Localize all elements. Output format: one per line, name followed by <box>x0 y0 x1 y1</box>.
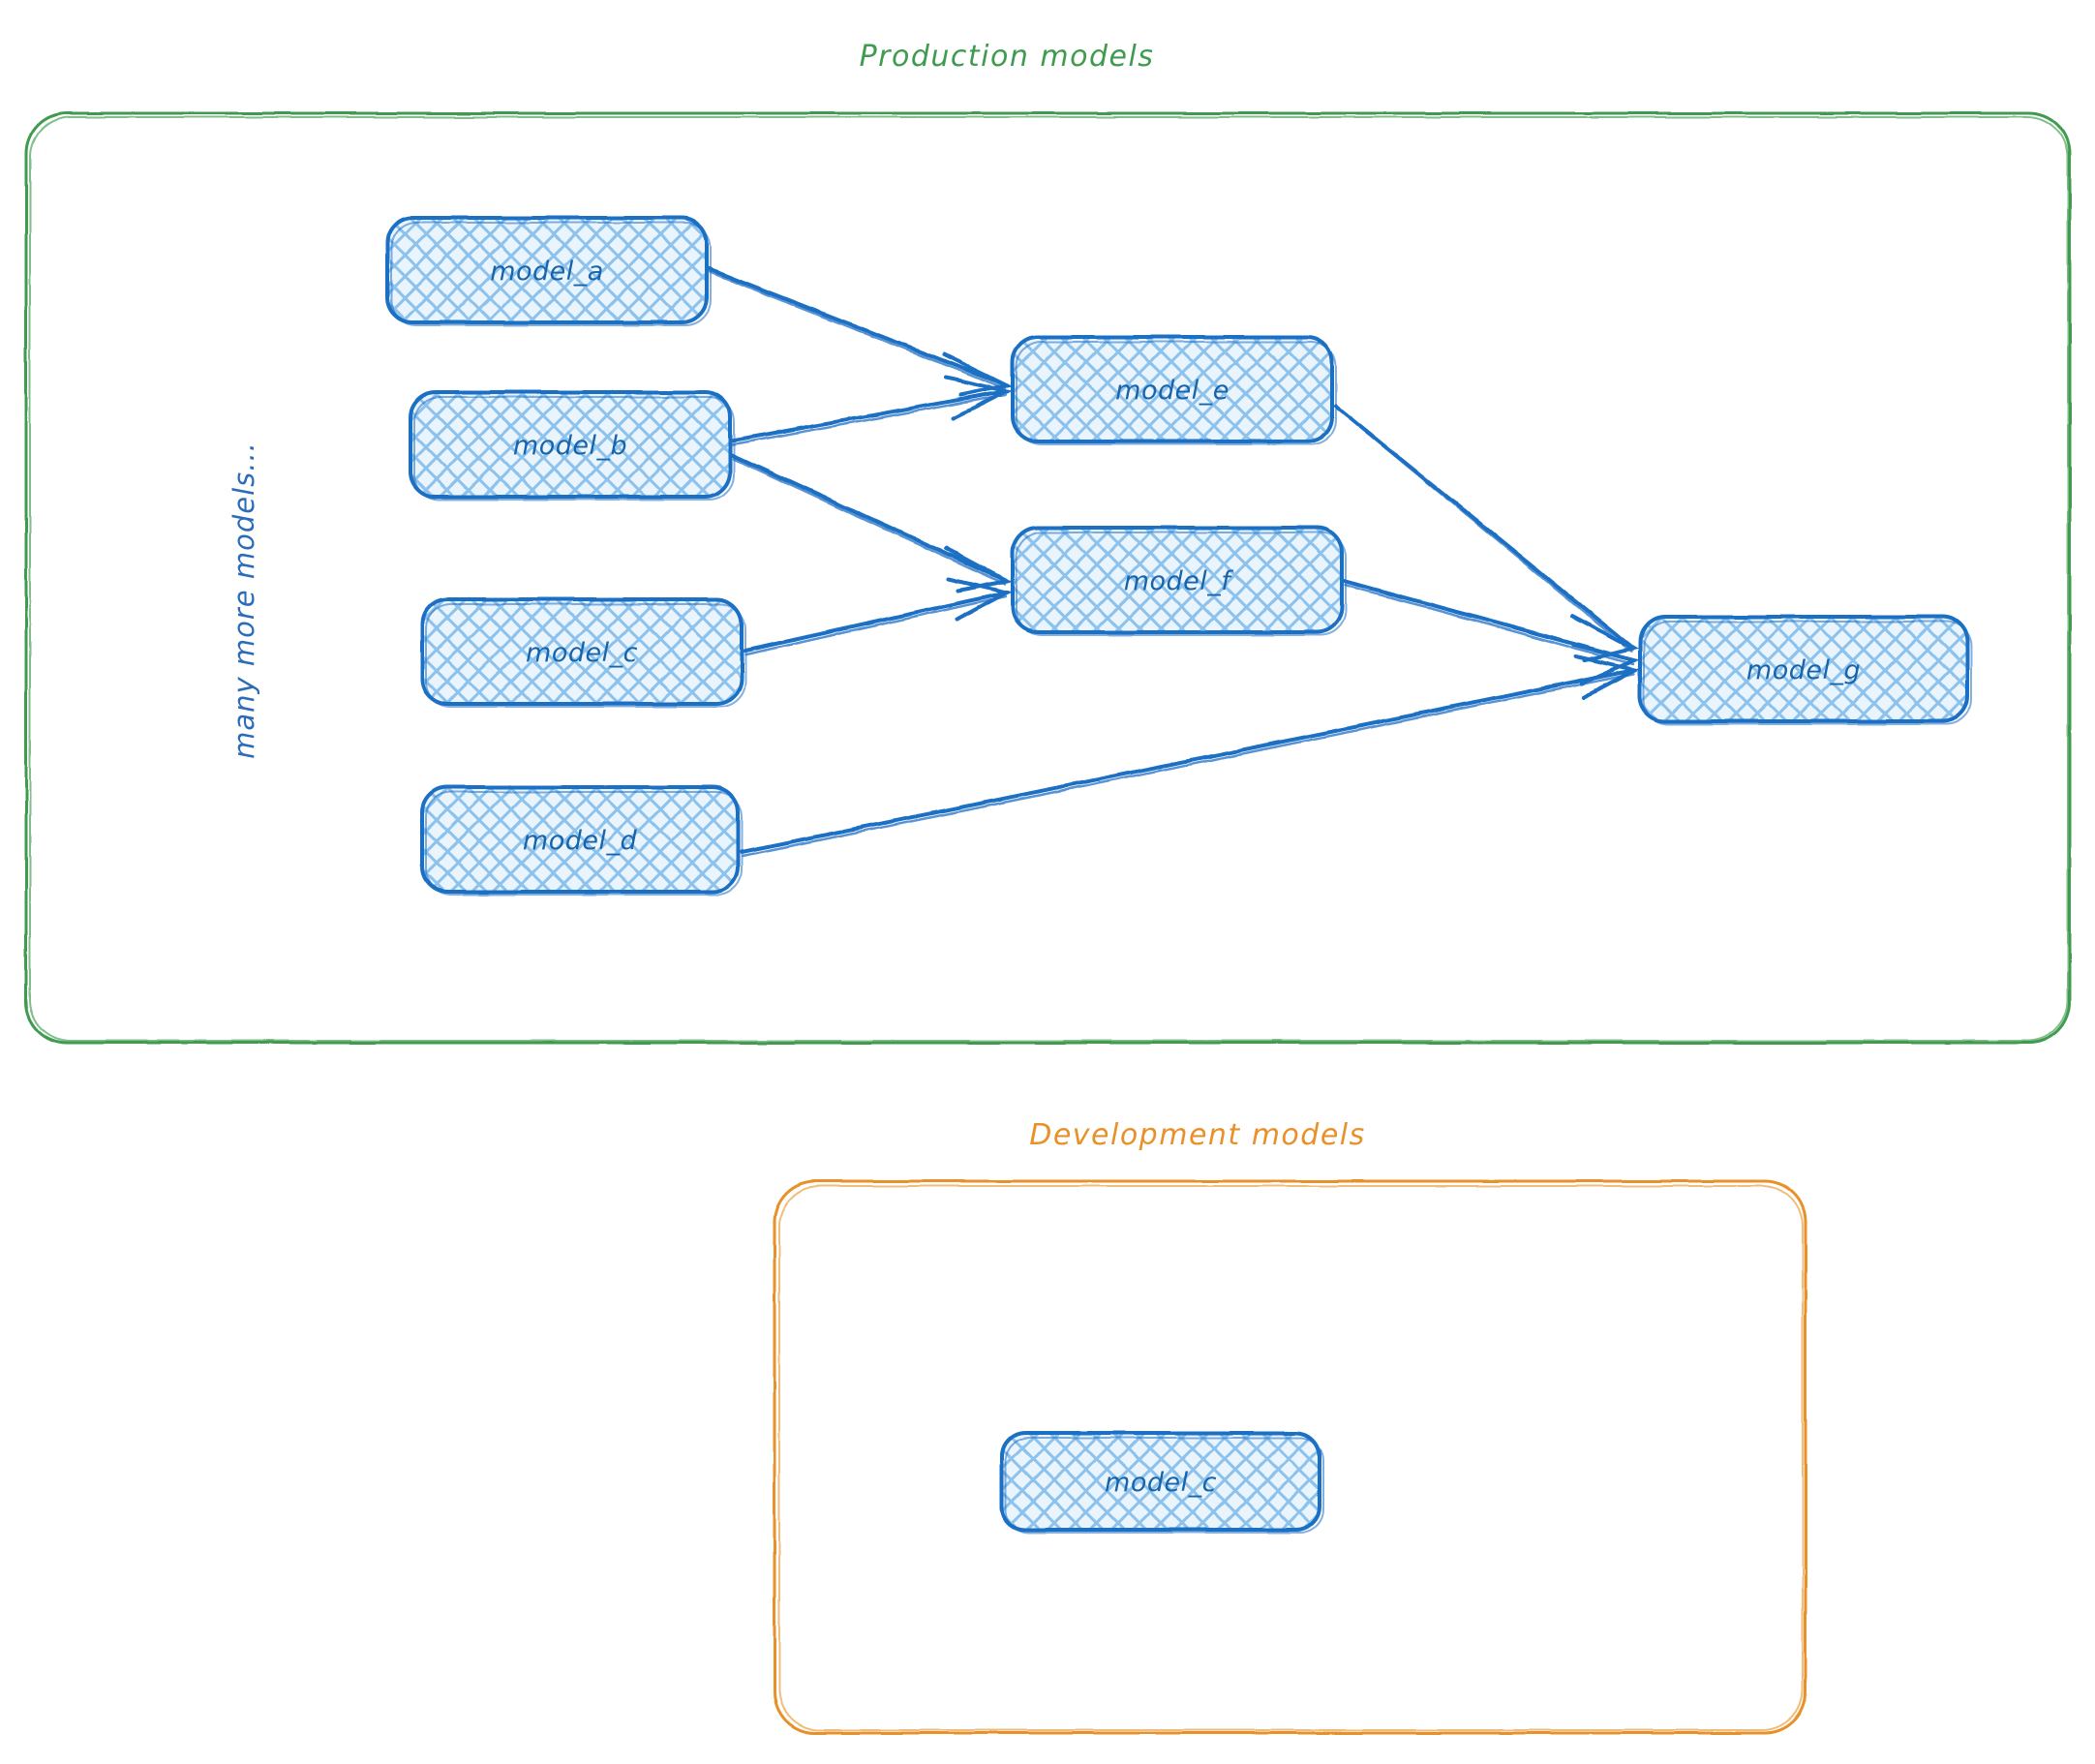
node-model-a-sketch <box>390 222 712 326</box>
node-model-d-shape <box>420 785 740 894</box>
nodes-layer: model_a model_b model_c <box>385 216 1972 1534</box>
node-label: model_f <box>1124 566 1234 596</box>
node-model-e-shape <box>1011 335 1334 443</box>
node-label: model_b <box>513 431 627 461</box>
node-model-e-sketch <box>1016 341 1337 445</box>
group-development <box>773 1179 1807 1735</box>
node-model-c-dev[interactable]: model_c <box>1000 1431 1324 1534</box>
production-boundary <box>24 111 2072 1045</box>
node-model-c-dev-shape <box>1000 1431 1321 1532</box>
labels-layer: Production models Development models man… <box>228 40 1366 1152</box>
edge-model-c-to-model-f <box>744 577 1013 656</box>
node-model-d-sketch <box>425 791 743 896</box>
node-model-c[interactable]: model_c <box>420 597 746 708</box>
edge-model-b-to-model-f <box>730 453 1013 593</box>
edge-model-d-to-model-g <box>740 654 1640 858</box>
node-label: model_c <box>1105 1468 1217 1498</box>
node-label: model_g <box>1746 655 1861 685</box>
node-model-b-shape <box>409 390 732 499</box>
group-production <box>24 111 2072 1045</box>
node-model-f-shape <box>1011 526 1344 634</box>
node-label: model_a <box>490 257 604 287</box>
edge-model-f-to-model-g <box>1342 579 1641 685</box>
node-model-f-sketch <box>1016 532 1347 636</box>
node-model-g[interactable]: model_g <box>1638 615 1972 725</box>
node-label: model_d <box>523 826 638 856</box>
node-model-c-shape <box>420 597 744 706</box>
node-model-a-shape <box>385 216 709 324</box>
node-label: model_e <box>1115 376 1230 406</box>
node-model-c-dev-sketch <box>1005 1437 1324 1534</box>
node-model-e[interactable]: model_e <box>1011 335 1337 445</box>
node-model-d[interactable]: model_d <box>420 785 743 896</box>
many-more-models-label: many more models... <box>228 441 260 759</box>
development-group-title: Development models <box>1029 1118 1366 1152</box>
node-model-b[interactable]: model_b <box>409 390 735 501</box>
node-model-c-sketch <box>425 603 746 708</box>
node-model-a[interactable]: model_a <box>385 216 712 326</box>
production-boundary-sketch <box>29 116 2069 1042</box>
production-group-title: Production models <box>860 40 1155 74</box>
node-model-g-shape <box>1638 615 1969 723</box>
edge-model-a-to-model-e <box>705 266 1014 397</box>
node-model-g-sketch <box>1643 621 1972 725</box>
edges-layer <box>705 266 1641 858</box>
node-model-b-sketch <box>413 396 735 501</box>
node-model-f[interactable]: model_f <box>1011 526 1347 636</box>
node-label: model_c <box>526 638 638 668</box>
development-boundary-sketch <box>778 1185 1804 1731</box>
edge-model-b-to-model-e <box>730 376 1013 446</box>
development-boundary <box>773 1179 1807 1735</box>
